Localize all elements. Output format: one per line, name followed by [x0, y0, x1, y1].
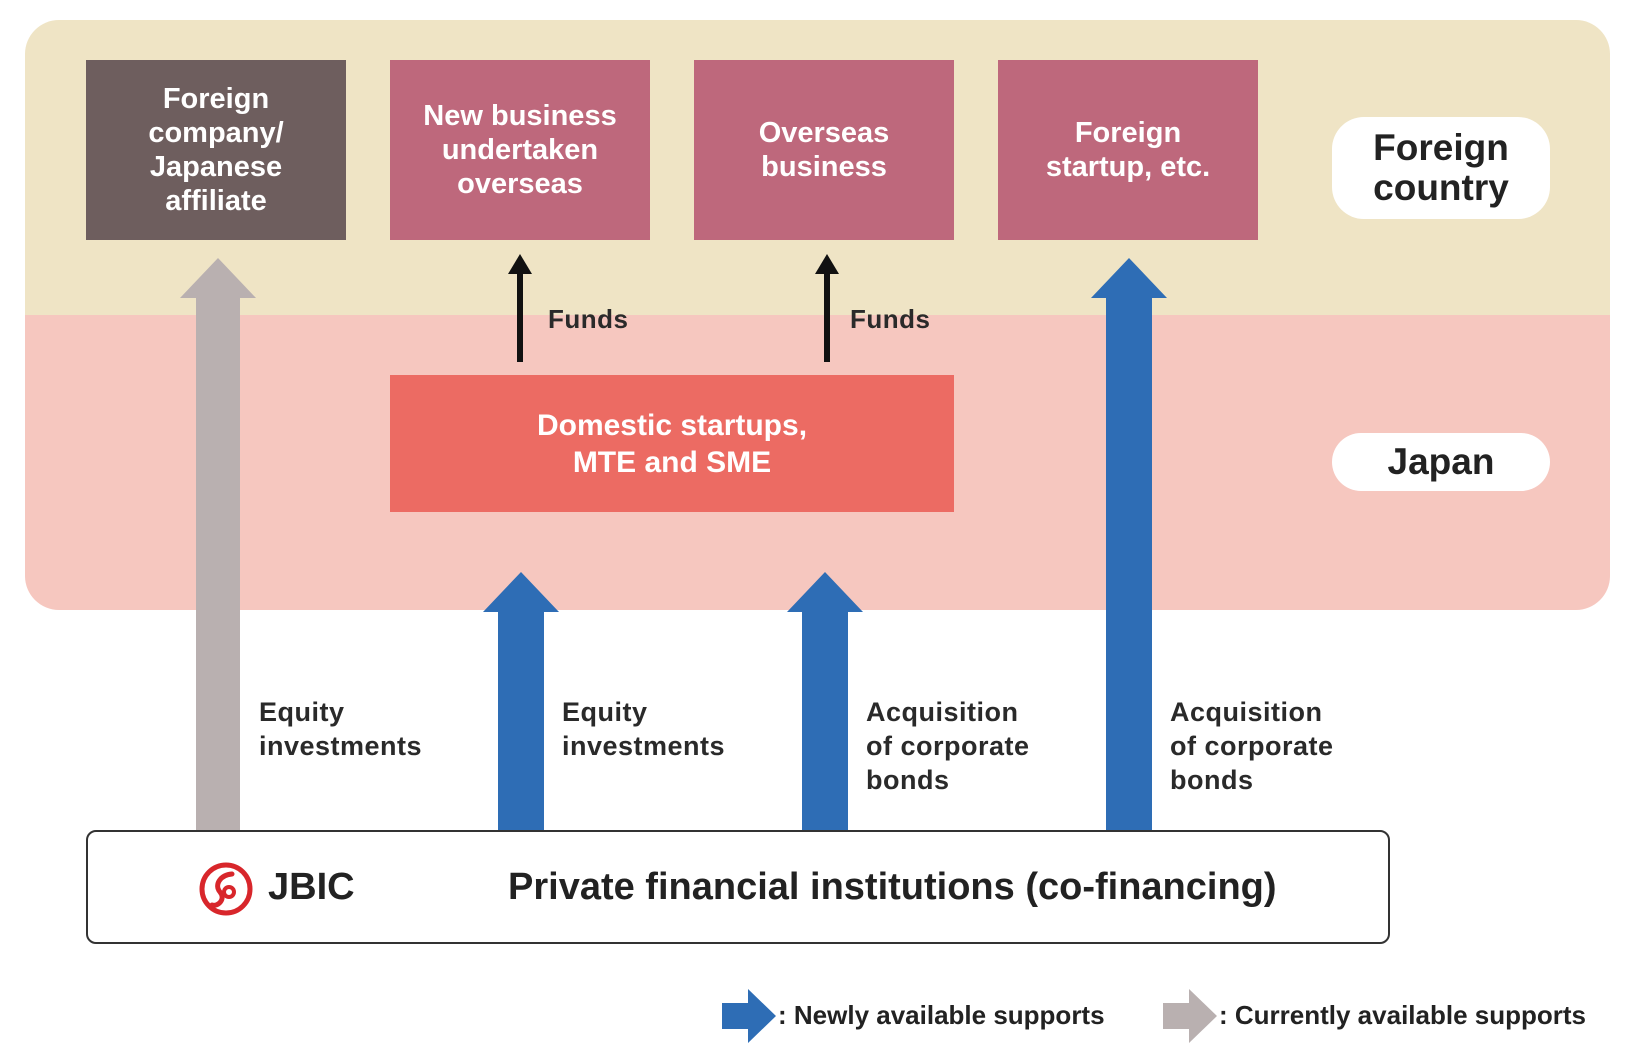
jbic-label: JBIC [268, 866, 355, 908]
foreign-company-box: Foreign company/ Japanese affiliate [86, 60, 346, 240]
bonds-label-1: Acquisition of corporate bonds [866, 697, 1030, 795]
blue-arrow-bonds-foreign [1091, 258, 1167, 830]
funds-arrow-2-head [815, 254, 839, 274]
legend-gray-arrow [1163, 989, 1217, 1043]
private-institutions-label: Private financial institutions (co-finan… [508, 866, 1277, 908]
financing-sources-bar: JBIC Private financial institutions (co-… [86, 830, 1390, 944]
legend-new-label: : Newly available supports [778, 1000, 1105, 1030]
bonds-label-2: Acquisition of corporate bonds [1170, 697, 1334, 795]
overseas-business-box: Overseas business [694, 60, 954, 240]
legend-current-label: : Currently available supports [1219, 1000, 1586, 1030]
foreign-startup-box: Foreign startup, etc. [998, 60, 1258, 240]
legend-blue-arrow [722, 989, 776, 1043]
equity-label-2: Equity investments [562, 697, 726, 761]
jbic-logo-icon [199, 862, 253, 916]
funds-arrow-1-head [508, 254, 532, 274]
foreign-country-label: Foreign country [1332, 117, 1550, 219]
japan-label: Japan [1332, 433, 1550, 491]
funds-label-1: Funds [548, 304, 629, 334]
domestic-startups-box: Domestic startups, MTE and SME [390, 375, 954, 512]
blue-arrow-equity [483, 572, 559, 830]
gray-arrow-equity [180, 258, 256, 830]
equity-label-1: Equity investments [259, 697, 423, 761]
funds-label-2: Funds [850, 304, 931, 334]
blue-arrow-bonds-domestic [787, 572, 863, 830]
new-business-box: New business undertaken overseas [390, 60, 650, 240]
